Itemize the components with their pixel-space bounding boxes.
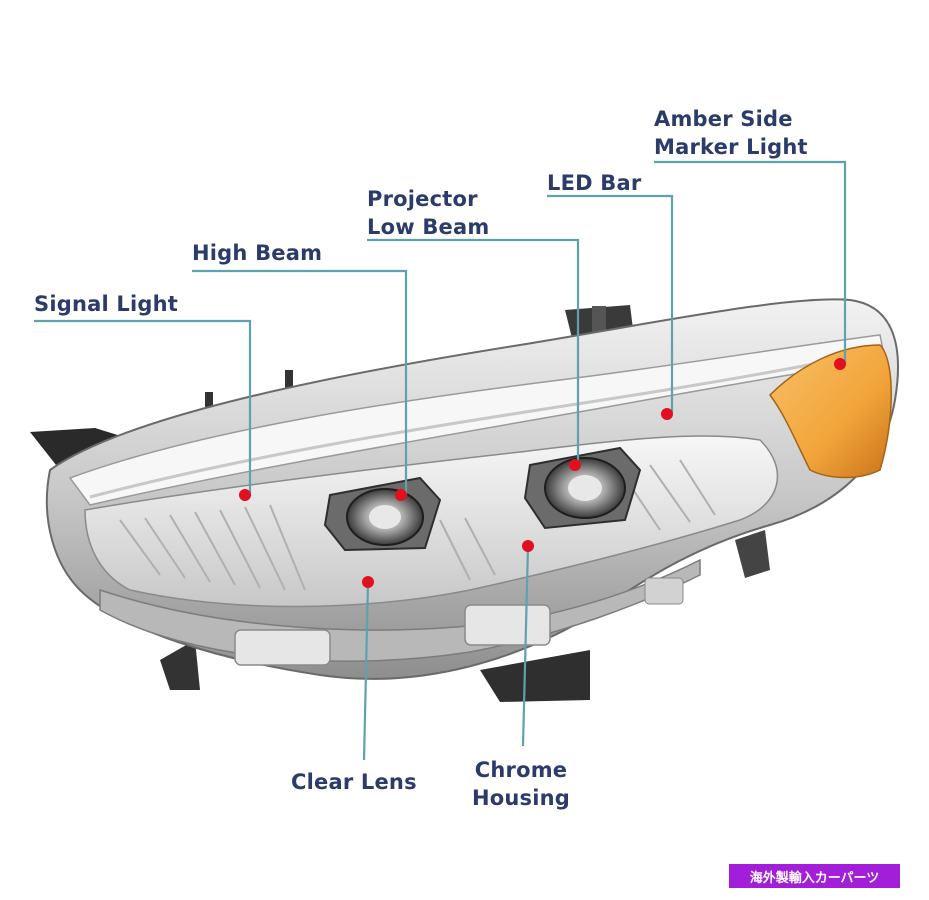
marker-dots	[239, 358, 846, 588]
badge-background	[729, 864, 900, 888]
label-projector-low-beam: Projector Low Beam	[367, 187, 490, 239]
label-signal-light: Signal Light	[34, 292, 178, 316]
leader-chrome	[521, 545, 530, 747]
dot-projector	[569, 459, 581, 471]
label-led-bar: LED Bar	[547, 171, 642, 195]
low-beam-projector	[523, 446, 642, 530]
leader-projector	[367, 238, 580, 464]
leader-high-beam	[192, 269, 408, 495]
shop-badge-text: 海外製輸入カーパーツ	[749, 870, 880, 886]
lower-reflector-left	[234, 629, 331, 666]
leader-signal-light	[34, 319, 252, 493]
leader-lines	[34, 160, 847, 761]
dot-high-beam	[395, 489, 407, 501]
shop-badge: 海外製輸入カーパーツ	[729, 864, 900, 888]
leader-amber-marker	[654, 160, 847, 363]
dot-chrome	[522, 540, 534, 552]
label-high-beam: High Beam	[192, 241, 323, 265]
label-chrome-housing: Chrome Housing	[472, 758, 571, 810]
lower-reflector-right	[464, 604, 551, 646]
dot-signal-light	[239, 489, 251, 501]
leader-led-bar	[547, 194, 674, 412]
leader-clear-lens	[362, 581, 370, 761]
dot-led-bar	[661, 408, 673, 420]
label-clear-lens: Clear Lens	[291, 770, 417, 794]
high-beam-projector	[323, 476, 442, 552]
label-amber-side-marker: Amber Side Marker Light	[654, 107, 808, 159]
amber-side-marker-lens	[769, 344, 892, 479]
dot-clear-lens	[362, 576, 374, 588]
dot-amber-marker	[834, 358, 846, 370]
